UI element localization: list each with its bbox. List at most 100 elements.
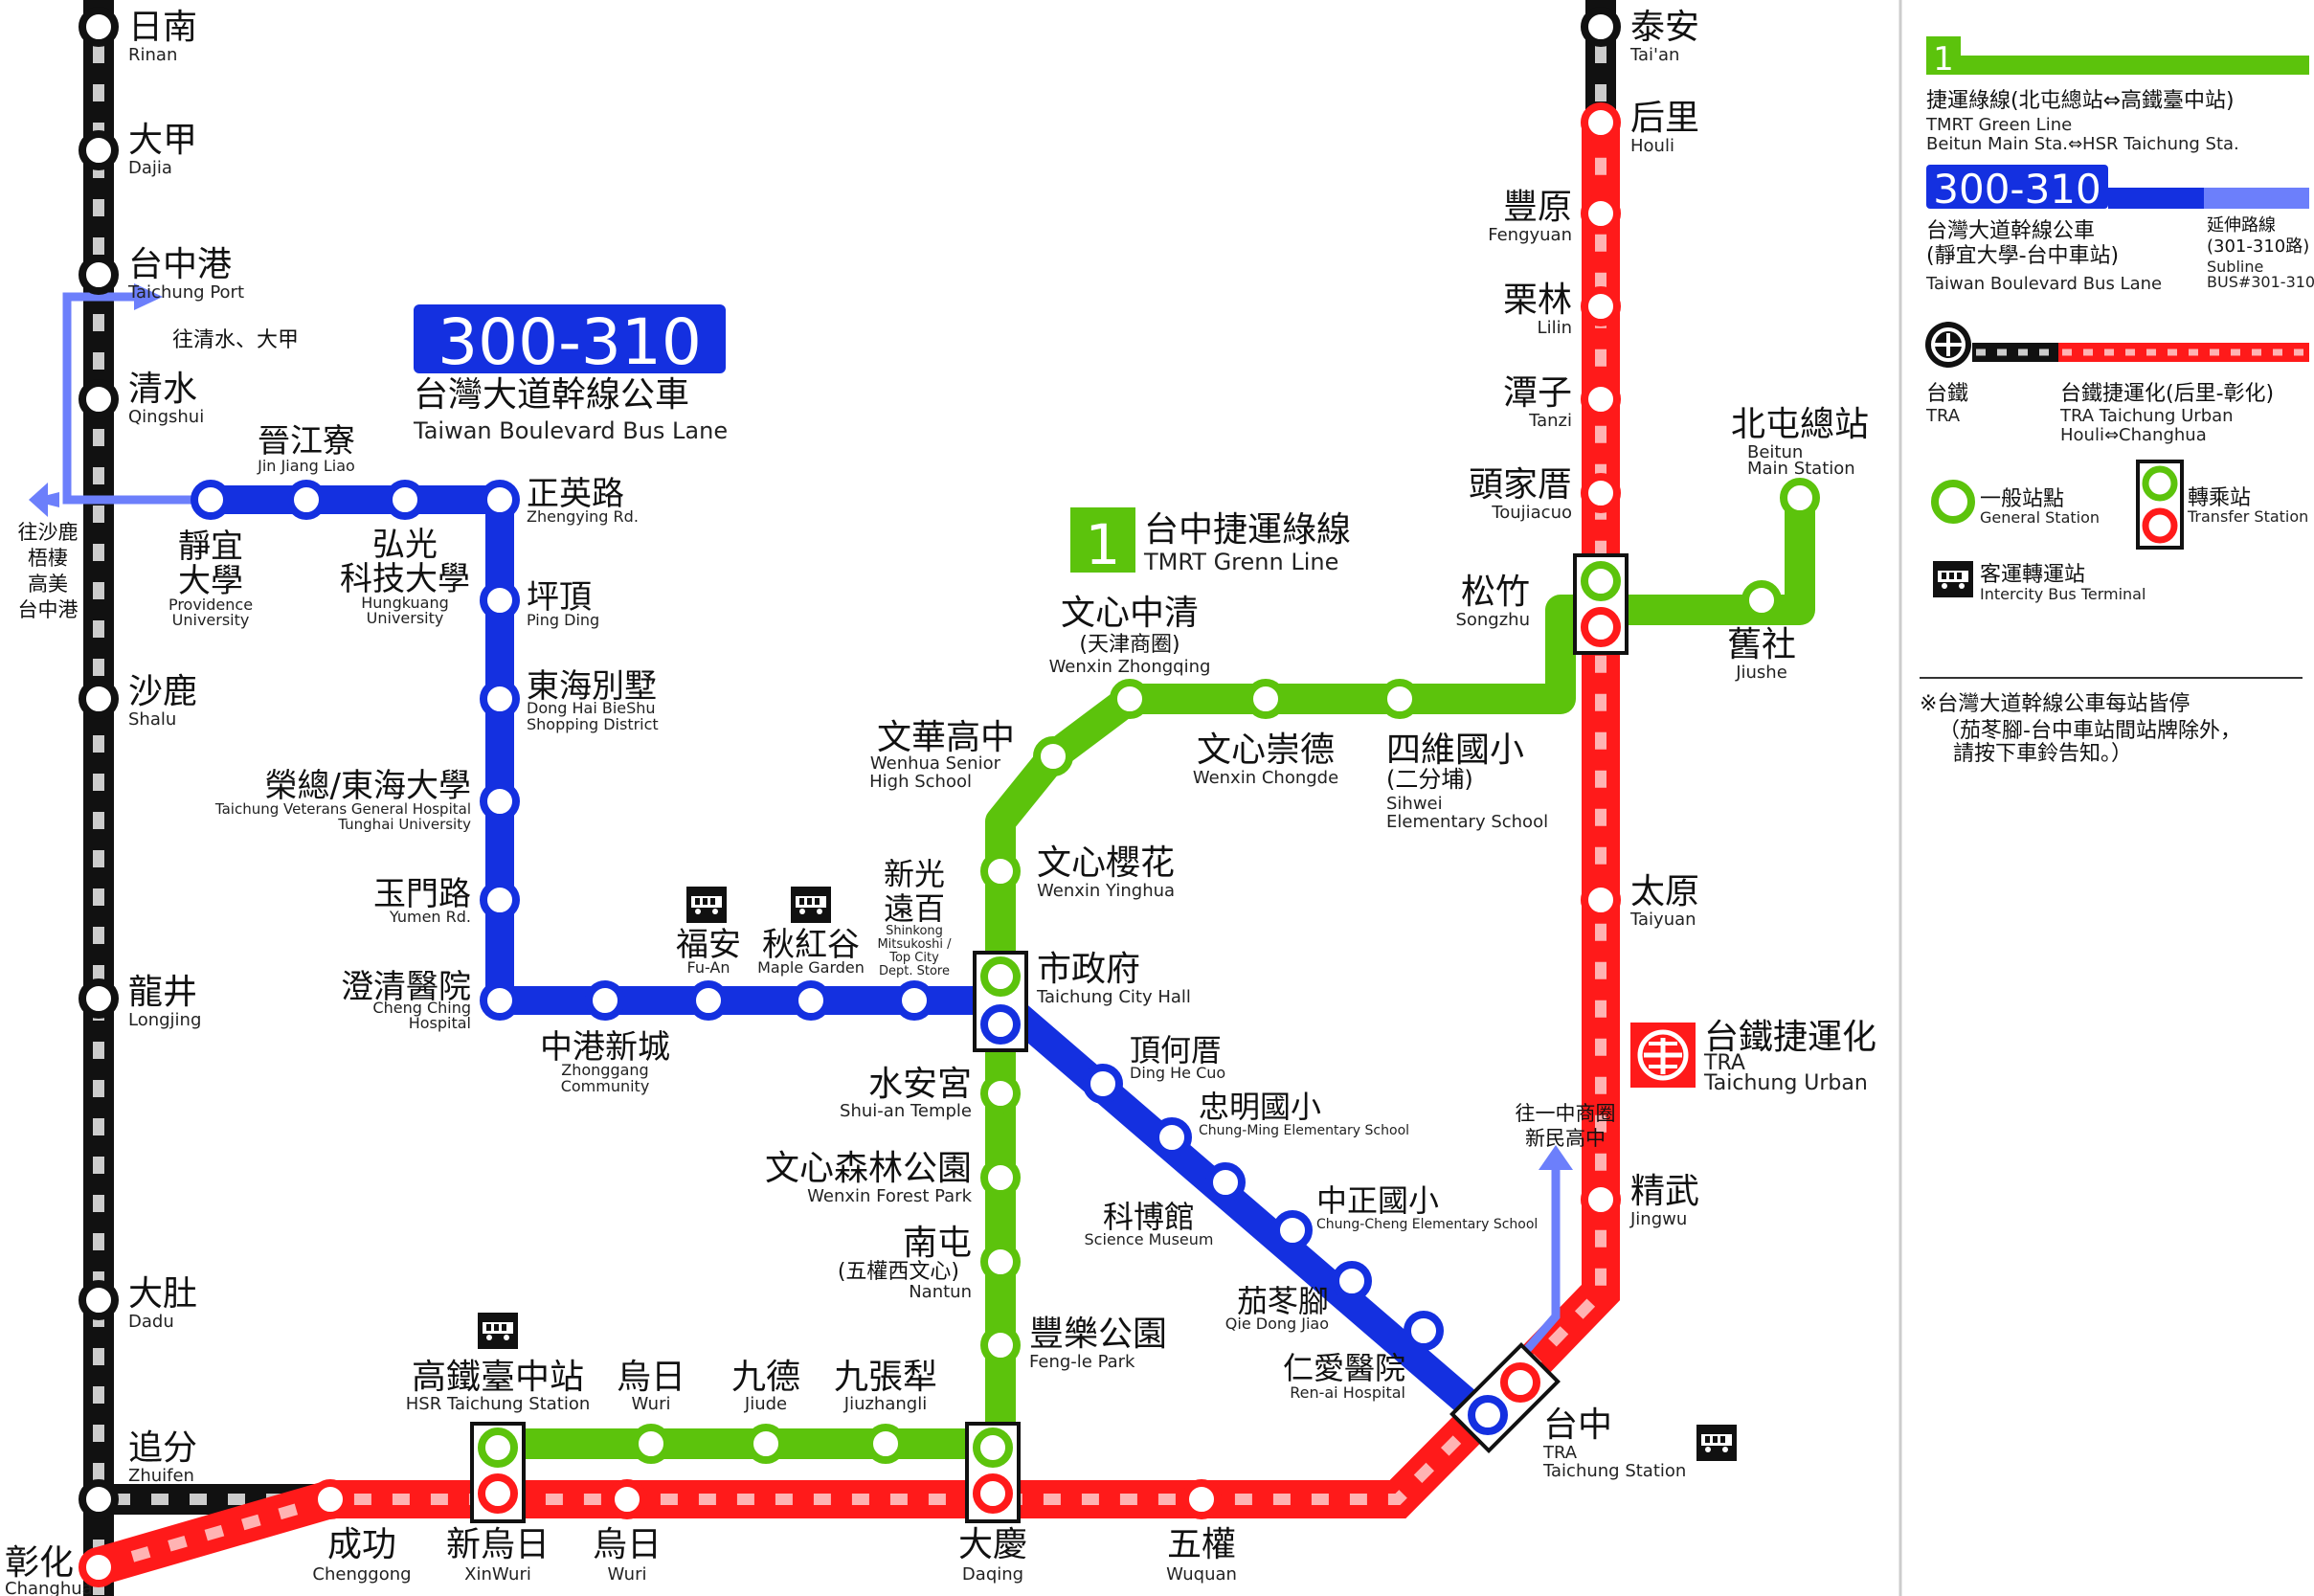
svg-text:Rinan: Rinan bbox=[128, 45, 177, 65]
svg-text:Wuquan: Wuquan bbox=[1166, 1564, 1237, 1585]
bus-icon bbox=[1696, 1425, 1737, 1461]
svg-text:Wenxin Zhongqing: Wenxin Zhongqing bbox=[1049, 657, 1211, 677]
bus-icon bbox=[478, 1313, 518, 1349]
svg-text:后里: 后里 bbox=[1630, 99, 1699, 138]
svg-text:仁愛醫院: 仁愛醫院 bbox=[1283, 1350, 1405, 1386]
svg-text:文心櫻花: 文心櫻花 bbox=[1037, 843, 1175, 883]
svg-text:Wuri: Wuri bbox=[632, 1394, 671, 1414]
legend-subline-en2: BUS#301-310 bbox=[2207, 273, 2314, 291]
svg-text:Feng-le Park: Feng-le Park bbox=[1029, 1352, 1135, 1372]
svg-text:Dadu: Dadu bbox=[128, 1312, 174, 1332]
svg-text:High School: High School bbox=[869, 772, 972, 792]
svg-text:豐樂公園: 豐樂公園 bbox=[1029, 1315, 1167, 1354]
svg-text:Dajia: Dajia bbox=[128, 158, 172, 178]
svg-text:Chenggong: Chenggong bbox=[312, 1564, 411, 1585]
svg-text:Taichung Port: Taichung Port bbox=[127, 282, 244, 303]
svg-text:南屯: 南屯 bbox=[903, 1224, 972, 1263]
svg-text:Songzhu: Songzhu bbox=[1455, 610, 1530, 630]
svg-text:Providence: Providence bbox=[168, 596, 253, 614]
svg-text:Nantun: Nantun bbox=[909, 1282, 972, 1302]
svg-text:中正國小: 中正國小 bbox=[1316, 1182, 1439, 1219]
svg-text:Sihwei: Sihwei bbox=[1386, 794, 1443, 814]
green-title-number: 1 bbox=[1086, 512, 1121, 577]
svg-text:坪頂: 坪頂 bbox=[527, 578, 592, 617]
svg-text:Main Station: Main Station bbox=[1747, 459, 1855, 479]
legend-tra-urban-en2: Houli⇔Changhua bbox=[2060, 425, 2207, 445]
svg-text:福安: 福安 bbox=[676, 926, 741, 964]
direction-zhongyi-2: 新民高中 bbox=[1525, 1127, 1606, 1150]
general-station-icon bbox=[1931, 480, 1975, 524]
svg-text:HSR Taichung Station: HSR Taichung Station bbox=[406, 1394, 591, 1414]
svg-text:松竹: 松竹 bbox=[1461, 573, 1530, 612]
legend-transfer-zh: 轉乘站 bbox=[2188, 486, 2251, 510]
svg-text:靜宜: 靜宜 bbox=[178, 528, 243, 566]
svg-text:Qingshui: Qingshui bbox=[128, 407, 204, 427]
blue-title-en: Taiwan Boulevard Bus Lane bbox=[413, 417, 728, 444]
svg-text:Tanzi: Tanzi bbox=[1528, 411, 1572, 431]
svg-text:豐原: 豐原 bbox=[1503, 188, 1572, 227]
legend-panel: 1 捷運綠線(北屯總站⇔高鐵臺中站) TMRT Green Line Beitu… bbox=[1898, 0, 2314, 1596]
red-station-labels: 后里 Houli 豐原 Fengyuan 栗林 Lilin 潭子 Tanzi 頭… bbox=[312, 99, 1699, 1585]
svg-text:成功: 成功 bbox=[327, 1525, 396, 1564]
legend-bus-zh: 客運轉運站 bbox=[1980, 563, 2085, 587]
tra-title-en1: TRA bbox=[1703, 1051, 1745, 1075]
svg-text:Houli: Houli bbox=[1630, 136, 1674, 156]
svg-text:University: University bbox=[367, 609, 444, 627]
svg-text:TRA: TRA bbox=[1542, 1443, 1578, 1463]
legend-general-zh: 一般站點 bbox=[1980, 487, 2064, 511]
svg-text:文心崇德: 文心崇德 bbox=[1197, 731, 1335, 770]
svg-text:正英路: 正英路 bbox=[527, 475, 624, 513]
svg-text:忠明國小: 忠明國小 bbox=[1199, 1089, 1321, 1125]
svg-text:弘光: 弘光 bbox=[372, 526, 438, 564]
svg-text:Hospital: Hospital bbox=[409, 1014, 471, 1032]
svg-text:Zhonggang: Zhonggang bbox=[561, 1061, 648, 1079]
svg-text:Maple Garden: Maple Garden bbox=[757, 958, 865, 977]
svg-text:五權: 五權 bbox=[1167, 1525, 1236, 1564]
legend-bus-en: Intercity Bus Terminal bbox=[1980, 585, 2146, 603]
blue-subline-west bbox=[62, 292, 211, 505]
svg-text:Changhua: Changhua bbox=[5, 1579, 93, 1596]
station-markers bbox=[79, 7, 1820, 1587]
svg-text:Wuri: Wuri bbox=[608, 1564, 647, 1585]
svg-text:Top City: Top City bbox=[888, 951, 939, 965]
bus-icon bbox=[686, 887, 727, 923]
svg-text:彰化: 彰化 bbox=[5, 1543, 74, 1583]
legend-tra-en: TRA bbox=[1925, 406, 1961, 426]
blue-title-zh: 台灣大道幹線公車 bbox=[414, 375, 689, 415]
legend-green-zh: 捷運綠線(北屯總站⇔高鐵臺中站) bbox=[1926, 89, 2235, 113]
direction-shalu-4: 台中港 bbox=[18, 598, 79, 621]
svg-text:北屯總站: 北屯總站 bbox=[1731, 405, 1869, 444]
blue-line-title: 300-310 台灣大道幹線公車 Taiwan Boulevard Bus La… bbox=[413, 304, 728, 444]
svg-text:Jiude: Jiude bbox=[744, 1394, 787, 1414]
svg-text:Tai'an: Tai'an bbox=[1629, 45, 1679, 65]
direction-shalu-2: 梧棲 bbox=[28, 547, 68, 570]
legend-note-3: 請按下車鈴告知。） bbox=[1953, 742, 2132, 766]
legend-subline-en1: Subline bbox=[2207, 258, 2263, 276]
black-station-labels: 日南 Rinan 大甲 Dajia 台中港 Taichung Port 清水 Q… bbox=[5, 8, 1699, 1596]
svg-text:Jiushe: Jiushe bbox=[1735, 663, 1787, 683]
svg-text:遠百: 遠百 bbox=[884, 890, 945, 927]
svg-text:Zhengying Rd.: Zhengying Rd. bbox=[527, 507, 639, 526]
direction-shalu-3: 高美 bbox=[28, 573, 68, 596]
svg-text:四維國小: 四維國小 bbox=[1386, 731, 1524, 770]
tra-title-zh: 台鐵捷運化 bbox=[1704, 1018, 1876, 1057]
legend-blue-zh2: (靜宜大學-台中車站) bbox=[1926, 244, 2119, 268]
svg-text:(天津商圈): (天津商圈) bbox=[1079, 633, 1179, 657]
svg-text:大肚: 大肚 bbox=[128, 1274, 197, 1314]
legend-green-en1: TMRT Green Line bbox=[1925, 115, 2072, 135]
legend-note-1: ※台灣大道幹線公車每站皆停 bbox=[1920, 692, 2190, 716]
tra-title-en2: Taichung Urban bbox=[1703, 1071, 1868, 1095]
svg-text:玉門路: 玉門路 bbox=[373, 875, 471, 913]
legend-blue-number: 300-310 bbox=[1933, 166, 2101, 213]
svg-text:市政府: 市政府 bbox=[1037, 950, 1140, 989]
svg-text:大學: 大學 bbox=[178, 562, 243, 600]
svg-text:Ping Ding: Ping Ding bbox=[527, 611, 599, 629]
svg-text:龍井: 龍井 bbox=[128, 973, 197, 1012]
svg-text:精武: 精武 bbox=[1630, 1172, 1699, 1211]
legend-general-en: General Station bbox=[1980, 508, 2100, 527]
svg-text:科博館: 科博館 bbox=[1103, 1199, 1195, 1235]
svg-text:新烏日: 新烏日 bbox=[446, 1525, 550, 1564]
svg-text:台中: 台中 bbox=[1543, 1405, 1612, 1445]
svg-text:栗林: 栗林 bbox=[1503, 281, 1572, 320]
direction-zhongyi-1: 往一中商圈 bbox=[1516, 1102, 1616, 1125]
